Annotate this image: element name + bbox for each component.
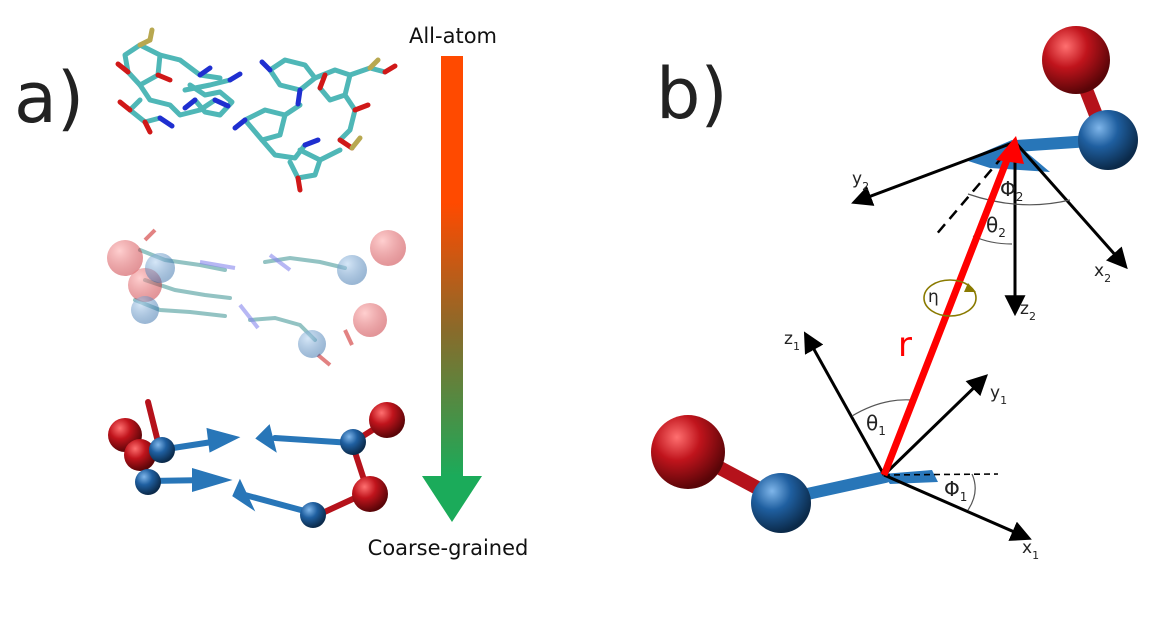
panel-b-label: b) <box>656 53 728 135</box>
y2-label: y2 <box>852 169 869 193</box>
r-vector <box>880 150 1014 477</box>
frame-1-arcs <box>851 399 976 511</box>
resolution-arrow <box>422 56 482 522</box>
eta-rotation <box>923 279 977 317</box>
x1-label: x1 <box>1022 538 1039 562</box>
phi1-label: Φ1 <box>944 477 967 504</box>
nucleotide-1 <box>651 415 938 533</box>
z2-label: z2 <box>1020 299 1036 323</box>
coarse-grained-model <box>108 399 405 528</box>
phi2-label: Φ2 <box>1000 177 1023 204</box>
all-atom-model <box>115 27 398 193</box>
r-label: r <box>898 325 912 365</box>
x2-label: x2 <box>1094 261 1111 285</box>
panel-a-label: a) <box>14 57 84 139</box>
r-vector-head <box>996 136 1024 164</box>
arrow-top-label: All-atom <box>409 24 497 48</box>
z1-label: z1 <box>784 329 800 353</box>
y1-label: y1 <box>990 383 1007 407</box>
mixed-model <box>107 228 406 367</box>
frame-1-axes <box>803 331 1032 541</box>
arrow-bottom-label: Coarse-grained <box>368 536 529 560</box>
eta-label: η <box>928 287 939 307</box>
theta1-label: θ1 <box>866 411 886 438</box>
theta2-label: θ2 <box>986 213 1006 240</box>
